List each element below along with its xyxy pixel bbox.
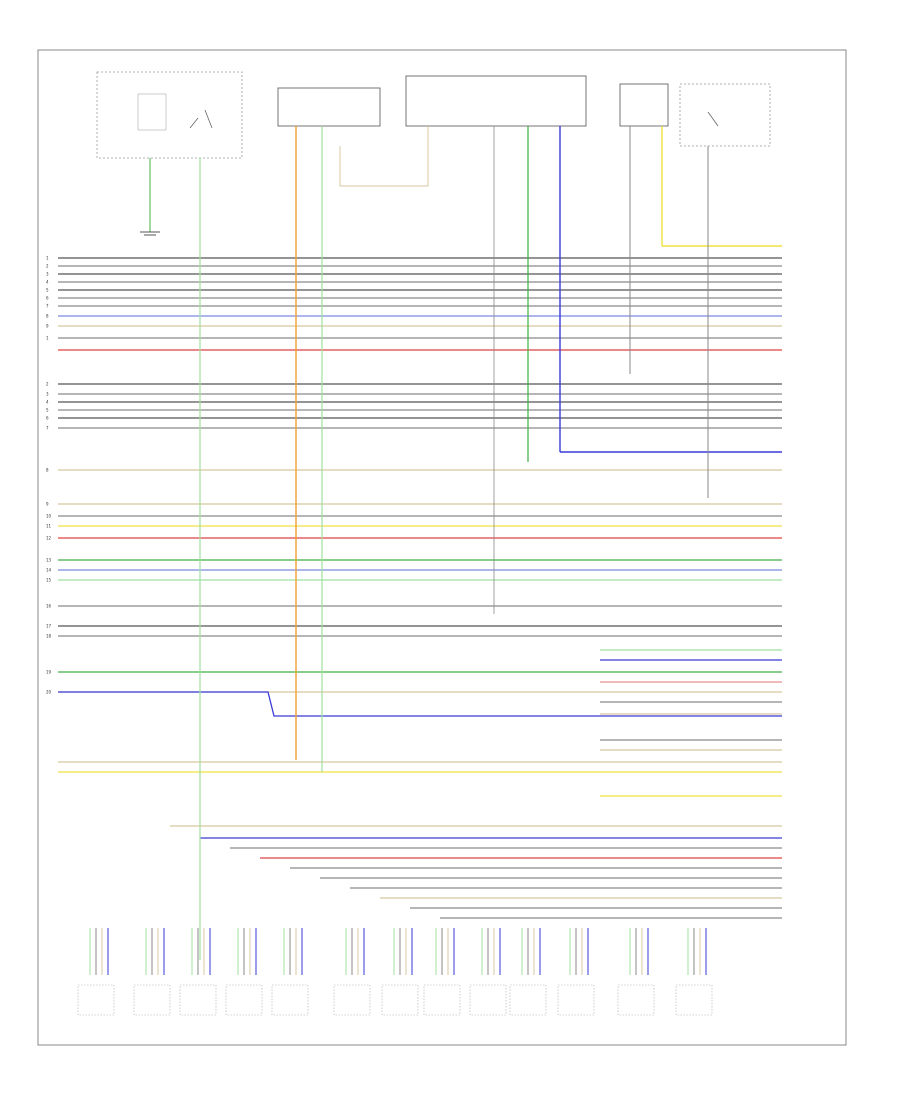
top-component-4 xyxy=(619,83,669,127)
bottom-component xyxy=(557,984,595,1016)
wire-number: 20 xyxy=(46,690,52,695)
wire-number: 7 xyxy=(46,304,49,309)
bottom-component xyxy=(77,984,115,1016)
wire-number: 1 xyxy=(46,336,49,341)
bottom-component xyxy=(381,984,419,1016)
wire-number: 14 xyxy=(46,568,52,573)
switch-contact xyxy=(204,109,213,129)
diagram-border xyxy=(37,49,847,1046)
wire-number: 1 xyxy=(46,256,49,261)
wire-number: 19 xyxy=(46,670,52,675)
bottom-component xyxy=(423,984,461,1016)
bottom-component xyxy=(469,984,507,1016)
top-component-1 xyxy=(96,71,243,159)
wire-number: 3 xyxy=(46,272,49,277)
wire-number: 11 xyxy=(46,524,52,529)
wire-number: 6 xyxy=(46,416,49,421)
bottom-component xyxy=(675,984,713,1016)
bottom-component xyxy=(509,984,547,1016)
wire-number: 8 xyxy=(46,468,49,473)
wire-number: 7 xyxy=(46,426,49,431)
wire-number: 5 xyxy=(46,408,49,413)
wire-number: 9 xyxy=(46,502,49,507)
wire-number: 6 xyxy=(46,296,49,301)
wire-number: 13 xyxy=(46,558,52,563)
wire-number: 4 xyxy=(46,400,49,405)
wire-number: 18 xyxy=(46,634,52,639)
bottom-component xyxy=(225,984,263,1016)
wire-number: 2 xyxy=(46,264,49,269)
top-component-2 xyxy=(277,87,381,127)
wire-number: 12 xyxy=(46,536,52,541)
bottom-component xyxy=(133,984,171,1016)
top-ground xyxy=(140,158,160,236)
wire-number: 5 xyxy=(46,288,49,293)
wire-number: 17 xyxy=(46,624,52,629)
wire-number: 8 xyxy=(46,314,49,319)
switch-contact xyxy=(707,111,719,127)
wire-number: 4 xyxy=(46,280,49,285)
wire-number: 9 xyxy=(46,324,49,329)
switch-box xyxy=(137,93,167,131)
wire-number: 10 xyxy=(46,514,52,519)
wire-number: 3 xyxy=(46,392,49,397)
wire-layer xyxy=(58,126,782,960)
vertical-wire xyxy=(339,126,429,187)
wire-number: 15 xyxy=(46,578,52,583)
bus-wire xyxy=(58,691,782,717)
top-component-3 xyxy=(405,75,587,127)
bottom-component xyxy=(333,984,371,1016)
top-component-5 xyxy=(679,83,771,147)
switch-contact xyxy=(189,117,199,129)
bottom-component-layer xyxy=(77,928,713,1016)
bottom-component xyxy=(617,984,655,1016)
bottom-component xyxy=(271,984,309,1016)
wire-number: 2 xyxy=(46,382,49,387)
wire-number: 16 xyxy=(46,604,52,609)
top-component-group xyxy=(96,71,771,159)
bottom-component xyxy=(179,984,217,1016)
